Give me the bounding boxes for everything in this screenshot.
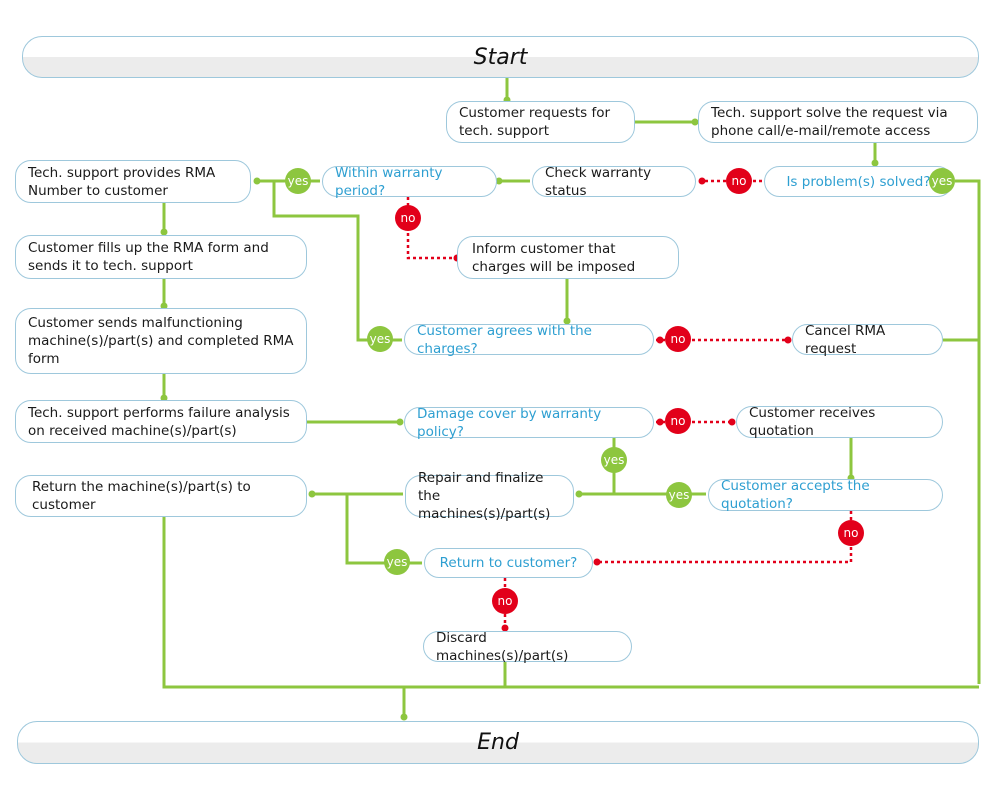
yes-badge-solved: yes xyxy=(929,168,955,194)
inform-charges-step: Inform customer that charges will be imp… xyxy=(457,236,679,279)
accept-quotation-question: Customer accepts the quotation? xyxy=(708,478,943,512)
tech-solve-step: Tech. support solve the request via phon… xyxy=(698,101,978,143)
no-badge-return: no xyxy=(492,588,518,614)
provide-rma-step: Tech. support provides RMA Number to cus… xyxy=(15,160,251,203)
no-badge-agree: no xyxy=(665,326,691,352)
start-label: Start xyxy=(473,44,528,70)
yes-badge-damage: yes xyxy=(601,447,627,473)
start-terminal: Start xyxy=(22,36,979,78)
flow-return-machine-to-end xyxy=(162,517,979,689)
customer-requests-step: Customer requests for tech. support xyxy=(446,101,635,143)
end-label: End xyxy=(477,730,519,755)
receive-quotation-step: Customer receives quotation xyxy=(736,405,943,439)
within-warranty-question: Within warranty period? xyxy=(322,165,497,199)
yes-badge-accept: yes xyxy=(666,482,692,508)
return-machine-step: Return the machine(s)/part(s) to custome… xyxy=(15,475,307,517)
return-customer-question: Return to customer? xyxy=(424,548,593,578)
cancel-rma-step: Cancel RMA request xyxy=(792,323,943,357)
send-machine-step: Customer sends malfunctioning machine(s)… xyxy=(15,308,307,374)
no-badge-warranty: no xyxy=(395,205,421,231)
check-warranty-step: Check warranty status xyxy=(532,165,696,199)
no-badge-solved: no xyxy=(726,168,752,194)
reject-accept-no-to-return xyxy=(595,511,853,564)
yes-badge-warranty: yes xyxy=(285,168,311,194)
yes-badge-agree: yes xyxy=(367,326,393,352)
discard-step: Discard machines(s)/part(s) xyxy=(423,630,632,664)
yes-badge-return: yes xyxy=(384,549,410,575)
failure-analysis-step: Tech. support performs failure analysis … xyxy=(15,400,307,443)
repair-step: Repair and finalize the machines(s)/part… xyxy=(405,470,574,522)
flow-solved-yes-to-end xyxy=(955,179,981,684)
problem-solved-question: Is problem(s) solved? xyxy=(764,166,953,197)
agree-charges-question: Customer agrees with the charges? xyxy=(404,323,654,357)
end-terminal: End xyxy=(17,721,979,764)
no-badge-damage: no xyxy=(665,408,691,434)
damage-cover-question: Damage cover by warranty policy? xyxy=(404,406,654,440)
no-badge-accept: no xyxy=(838,520,864,546)
fill-rma-step: Customer fills up the RMA form and sends… xyxy=(15,235,307,279)
